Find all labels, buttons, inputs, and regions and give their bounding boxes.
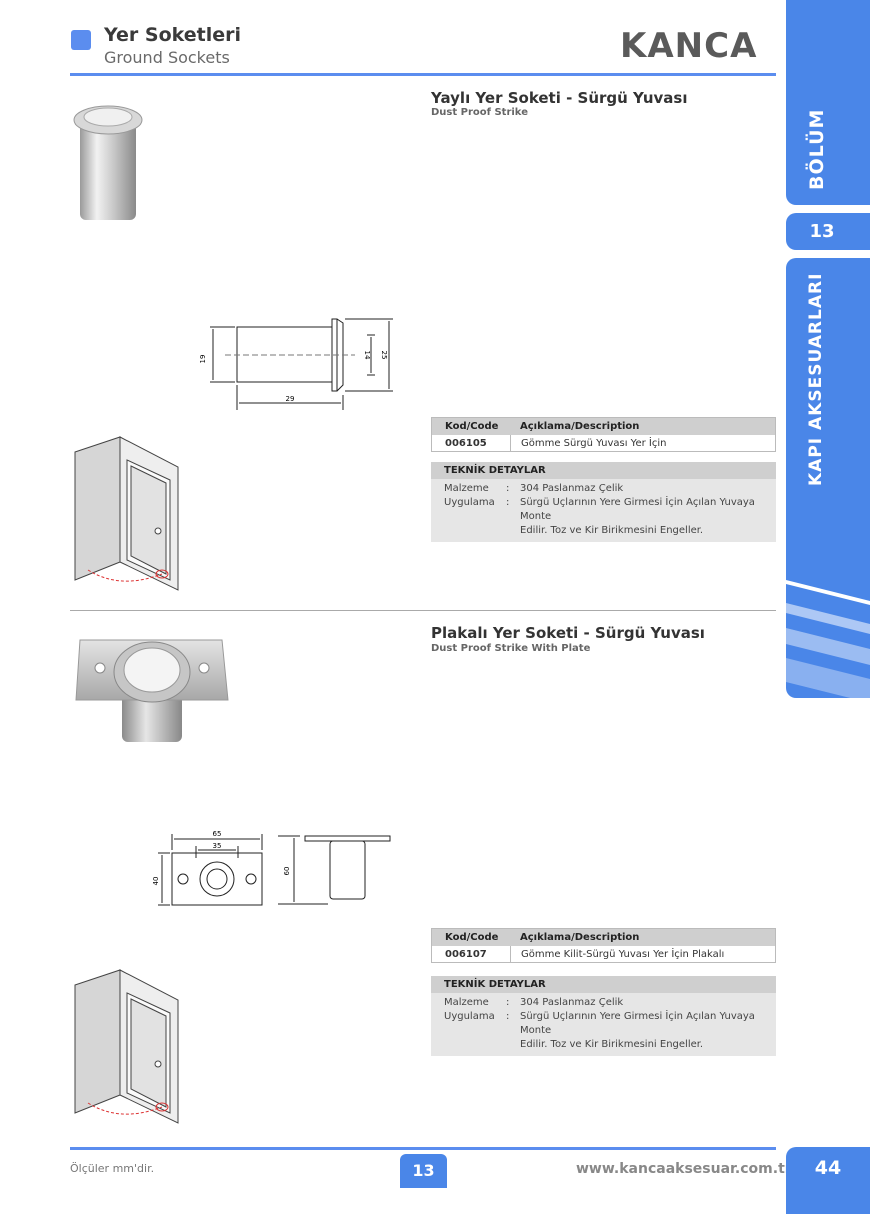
dim-label: 40	[152, 877, 160, 886]
tech-details-title: TEKNİK DETAYLAR	[431, 976, 776, 993]
category-tab: KAPI AKSESUARLARI	[786, 258, 870, 698]
description-header: Açıklama/Description	[520, 932, 640, 943]
dim-label: 14	[363, 351, 371, 360]
material-label: Malzeme	[444, 997, 489, 1008]
code-header: Kod/Code	[445, 421, 499, 432]
footer-divider	[70, 1147, 776, 1150]
dim-label: 29	[286, 395, 295, 403]
technical-details: TEKNİK DETAYLAR Malzeme : 304 Paslanmaz …	[431, 462, 776, 542]
usage-value: Sürgü Uçlarının Yere Girmesi İçin Açılan…	[520, 497, 755, 522]
section-tab: BÖLÜM	[786, 0, 870, 205]
tech-details-title: TEKNİK DETAYLAR	[431, 462, 776, 479]
technical-drawing-2: 65 35 40 60	[152, 830, 391, 906]
table-header: Kod/Code Açıklama/Description	[432, 418, 775, 435]
page-number: 44	[786, 1147, 870, 1214]
dim-label: 60	[283, 867, 291, 876]
product-title: Yaylı Yer Soketi - Sürgü Yuvası	[431, 89, 688, 107]
page-subtitle: Ground Sockets	[104, 48, 230, 67]
footer-section-number: 13	[400, 1154, 447, 1188]
tab-stripe	[786, 658, 870, 698]
website-link[interactable]: www.kancaaksesuar.com.tr	[576, 1161, 792, 1177]
installation-illustration	[74, 969, 179, 1124]
product-photo-plate-strike	[75, 639, 229, 742]
header-bullet-icon	[71, 30, 91, 50]
usage-value: Sürgü Uçlarının Yere Girmesi İçin Açılan…	[520, 1011, 755, 1036]
usage-label: Uygulama	[444, 497, 495, 508]
section-divider	[70, 610, 776, 611]
product-photo-dust-strike	[73, 105, 143, 220]
material-value: 304 Paslanmaz Çelik	[520, 997, 624, 1008]
product-description: Gömme Sürgü Yuvası Yer İçin	[510, 435, 775, 451]
category-label: KAPI AKSESUARLARI	[806, 272, 826, 486]
product-subtitle: Dust Proof Strike	[431, 107, 528, 118]
product-code-table: Kod/Code Açıklama/Description 006105 Göm…	[431, 417, 776, 452]
dim-label: 35	[213, 842, 222, 850]
brand-logo: KANCA	[620, 26, 758, 66]
units-note: Ölçüler mm'dir.	[70, 1162, 155, 1175]
usage-value-cont: Edilir. Toz ve Kir Birikmesini Engeller.	[520, 1039, 704, 1050]
product-subtitle: Dust Proof Strike With Plate	[431, 643, 591, 654]
table-row: 006105 Gömme Sürgü Yuvası Yer İçin	[432, 435, 775, 451]
description-header: Açıklama/Description	[520, 421, 640, 432]
table-header: Kod/Code Açıklama/Description	[432, 929, 775, 946]
usage-label: Uygulama	[444, 1011, 495, 1022]
product-code: 006107	[445, 948, 487, 960]
header-divider	[70, 73, 776, 76]
section-number: 13	[809, 221, 835, 242]
installation-illustration	[74, 436, 179, 591]
material-label: Malzeme	[444, 483, 489, 494]
dim-label: 19	[199, 355, 207, 364]
table-row: 006107 Gömme Kilit-Sürgü Yuvası Yer İçin…	[432, 946, 775, 962]
section-label: BÖLÜM	[806, 108, 828, 190]
technical-drawing-1: 19 14 25 29	[199, 318, 393, 410]
section-number-tab: 13	[786, 213, 870, 250]
technical-details: TEKNİK DETAYLAR Malzeme : 304 Paslanmaz …	[431, 976, 776, 1056]
product-code-table: Kod/Code Açıklama/Description 006107 Göm…	[431, 928, 776, 963]
product-code: 006105	[445, 437, 487, 449]
page-title: Yer Soketleri	[104, 24, 241, 46]
dim-label: 65	[213, 830, 222, 838]
code-header: Kod/Code	[445, 932, 499, 943]
product-title: Plakalı Yer Soketi - Sürgü Yuvası	[431, 624, 705, 642]
product-description: Gömme Kilit-Sürgü Yuvası Yer İçin Plakal…	[510, 946, 775, 962]
material-value: 304 Paslanmaz Çelik	[520, 483, 624, 494]
dim-label: 25	[380, 351, 388, 360]
usage-value-cont: Edilir. Toz ve Kir Birikmesini Engeller.	[520, 525, 704, 536]
